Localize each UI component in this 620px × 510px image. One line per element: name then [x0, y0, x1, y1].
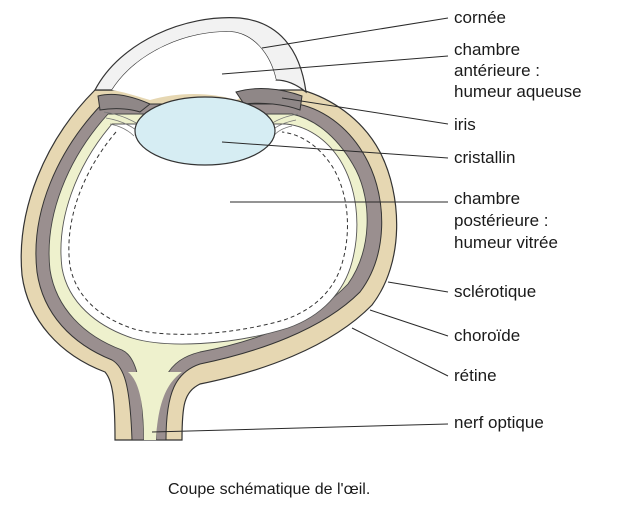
vitreous-body: [60, 123, 358, 345]
leader-lines: [151, 17, 449, 433]
label-retina: rétine: [454, 366, 497, 385]
cornea: [94, 17, 307, 94]
figure-caption: Coupe schématique de l'œil.: [168, 481, 370, 498]
retina-dashed-limit: [68, 131, 348, 335]
iris-left: [97, 93, 151, 113]
lens-crystallin: [134, 96, 276, 166]
label-cornea: cornée: [454, 8, 506, 27]
label-anterior-chamber-line2: antérieure :: [454, 61, 540, 80]
leader-sclera: [387, 281, 449, 293]
eye-illustration: [20, 17, 398, 441]
leader-retina: [351, 327, 449, 377]
label-anterior-chamber-line1: chambre: [454, 40, 520, 59]
label-posterior-chamber-line2: postérieure :: [454, 211, 549, 230]
label-iris: iris: [454, 115, 476, 134]
anterior-chamber: [112, 31, 276, 100]
label-choroid: choroïde: [454, 326, 520, 345]
label-sclera: sclérotique: [454, 282, 536, 301]
leader-iris: [281, 97, 449, 125]
label-optic-nerve: nerf optique: [454, 413, 544, 432]
iris-right: [235, 88, 303, 111]
leader-anterior-chamber: [221, 55, 449, 75]
label-posterior-chamber-line1: chambre: [454, 189, 520, 208]
leader-cornea: [261, 17, 449, 49]
label-posterior-chamber-line3: humeur vitrée: [454, 233, 558, 252]
labels: cornée chambre antérieure : humeur aqueu…: [454, 8, 582, 432]
leader-lens: [221, 141, 449, 159]
leader-choroid: [369, 309, 449, 337]
label-lens: cristallin: [454, 148, 515, 167]
optic-nerve: [128, 372, 182, 440]
label-anterior-chamber-line3: humeur aqueuse: [454, 82, 582, 101]
leader-optic-nerve: [151, 423, 449, 433]
